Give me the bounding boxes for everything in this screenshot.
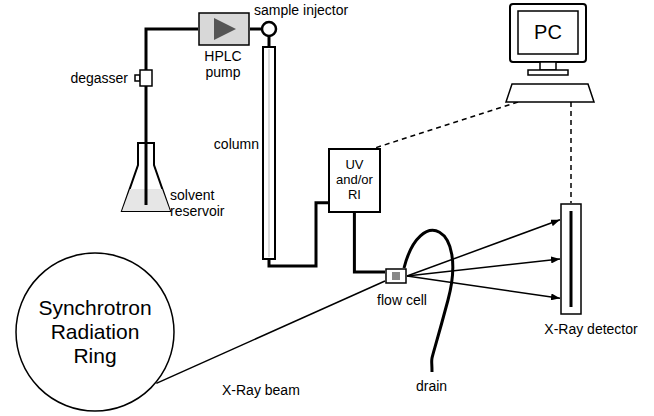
pc-computer: PC bbox=[498, 2, 598, 106]
synchrotron-ring: Synchrotron Radiation Ring bbox=[12, 252, 178, 412]
connector bbox=[146, 92, 147, 135]
solvent-reservoir-shape bbox=[118, 135, 174, 215]
x-ray-detector: X-Ray detector bbox=[535, 203, 647, 343]
node-label: X-Ray detector bbox=[535, 321, 647, 337]
connector bbox=[146, 29, 198, 64]
flow-cell-shape bbox=[385, 268, 407, 284]
connector-line bbox=[250, 28, 258, 31]
node-label: flow cell bbox=[372, 292, 432, 308]
connector bbox=[354, 213, 385, 272]
degasser-shape bbox=[134, 64, 158, 92]
uv-ri-detector: UV and/or RI bbox=[328, 148, 381, 213]
node-label: sample injector bbox=[254, 2, 348, 18]
flow-cell: flow cell bbox=[372, 262, 432, 312]
connector-line bbox=[146, 29, 198, 64]
connector-line bbox=[156, 281, 385, 383]
node-label: Synchrotron Radiation Ring bbox=[30, 296, 160, 368]
edge-label: X-Ray beam bbox=[222, 382, 300, 398]
connector bbox=[375, 102, 518, 148]
connector-line bbox=[145, 92, 148, 135]
node-label: UV and/or RI bbox=[336, 158, 373, 203]
part-label: drain bbox=[416, 378, 447, 394]
connector-line bbox=[269, 203, 328, 266]
node-label: degasser bbox=[68, 70, 128, 86]
connector-line bbox=[407, 259, 560, 276]
column: column bbox=[212, 46, 282, 260]
connector-line bbox=[354, 213, 385, 272]
node-label: PC bbox=[518, 21, 578, 44]
connector-line bbox=[268, 43, 271, 46]
connector-line bbox=[570, 102, 572, 203]
x-ray-detector-shape bbox=[560, 203, 582, 315]
node-label: column bbox=[212, 136, 259, 152]
sample-injector-shape bbox=[258, 19, 280, 43]
sample-injector: sample injector bbox=[240, 2, 356, 44]
connector bbox=[269, 43, 270, 46]
connector bbox=[250, 29, 258, 30]
connector bbox=[269, 203, 328, 266]
pc-computer-shape bbox=[498, 2, 598, 106]
connector-line bbox=[407, 276, 560, 298]
node-label: HPLC pump bbox=[190, 48, 256, 80]
connector bbox=[571, 102, 572, 203]
connector bbox=[407, 220, 560, 298]
node-label: solvent reservoir bbox=[170, 187, 244, 219]
column-shape bbox=[262, 46, 276, 260]
connector-line bbox=[375, 102, 518, 148]
connector-line bbox=[407, 220, 560, 276]
hplc-pump: HPLC pump bbox=[190, 8, 260, 84]
hplc-pump-shape bbox=[198, 12, 250, 46]
connector bbox=[156, 281, 385, 383]
degasser: degasser bbox=[68, 62, 160, 94]
